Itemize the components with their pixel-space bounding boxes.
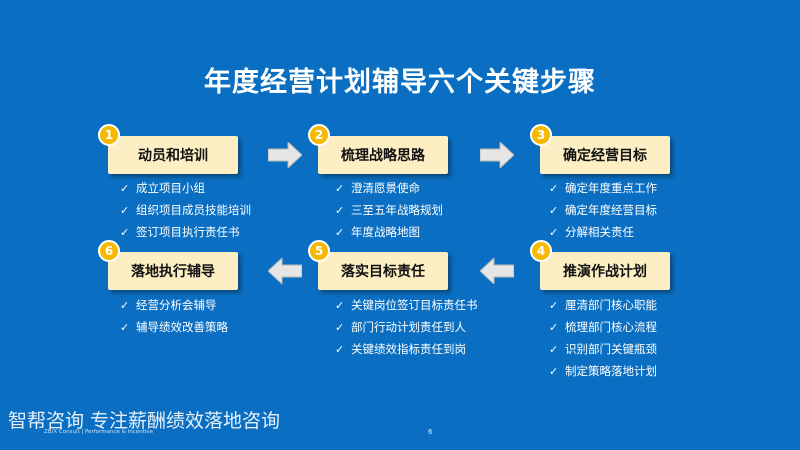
bullet-item: ✓部门行动计划责任到人 [335, 316, 478, 338]
bullet-item: ✓成立项目小组 [120, 177, 251, 199]
step-3-badge: 3 [530, 124, 552, 146]
step-4-box: 推演作战计划 [540, 252, 670, 290]
step-5-badge: 5 [308, 240, 330, 262]
step-4-label: 推演作战计划 [563, 264, 647, 280]
bullet-item: ✓年度战略地图 [335, 221, 443, 243]
step-5-box: 落实目标责任 [318, 252, 448, 290]
step-6-badge: 6 [98, 240, 120, 262]
page-number: 6 [428, 428, 433, 436]
arrow-left-icon [268, 258, 302, 284]
step-3-box: 确定经营目标 [540, 136, 670, 174]
bullet-item: ✓辅导绩效改善策略 [120, 316, 228, 338]
bullet-item: ✓确定年度重点工作 [549, 177, 657, 199]
step-3-bullets: ✓确定年度重点工作 ✓确定年度经营目标 ✓分解相关责任 [549, 177, 657, 243]
step-4-badge: 4 [530, 240, 552, 262]
bullet-item: ✓制定策略落地计划 [549, 360, 657, 382]
bullet-item: ✓澄清愿景使命 [335, 177, 443, 199]
check-icon: ✓ [120, 321, 130, 334]
check-icon: ✓ [549, 182, 559, 195]
check-icon: ✓ [549, 365, 559, 378]
check-icon: ✓ [335, 226, 345, 239]
bullet-item: ✓确定年度经营目标 [549, 199, 657, 221]
step-2-badge: 2 [308, 124, 330, 146]
check-icon: ✓ [335, 343, 345, 356]
step-1-badge: 1 [98, 124, 120, 146]
bullet-item: ✓经营分析会辅导 [120, 294, 228, 316]
footer-brand: 智帮咨询 专注薪酬绩效落地咨询 [8, 410, 281, 432]
bullet-item: ✓梳理部门核心流程 [549, 316, 657, 338]
step-2-box: 梳理战略思路 [318, 136, 448, 174]
step-4-bullets: ✓厘清部门核心职能 ✓梳理部门核心流程 ✓识别部门关键瓶颈 ✓制定策略落地计划 [549, 294, 657, 382]
step-1-box: 动员和培训 [108, 136, 238, 174]
bullet-item: ✓分解相关责任 [549, 221, 657, 243]
step-1-bullets: ✓成立项目小组 ✓组织项目成员技能培训 ✓签订项目执行责任书 [120, 177, 251, 243]
bullet-item: ✓关键岗位签订目标责任书 [335, 294, 478, 316]
check-icon: ✓ [549, 321, 559, 334]
footer-subtitle: ZB/X Consult | Performance & Incentive [44, 429, 153, 435]
step-2-bullets: ✓澄清愿景使命 ✓三至五年战略规划 ✓年度战略地图 [335, 177, 443, 243]
check-icon: ✓ [549, 226, 559, 239]
arrow-right-icon [268, 142, 302, 168]
step-6-label: 落地执行辅导 [131, 264, 215, 280]
check-icon: ✓ [335, 204, 345, 217]
step-6-bullets: ✓经营分析会辅导 ✓辅导绩效改善策略 [120, 294, 228, 338]
bullet-item: ✓厘清部门核心职能 [549, 294, 657, 316]
step-1-label: 动员和培训 [138, 148, 208, 164]
bullet-item: ✓签订项目执行责任书 [120, 221, 251, 243]
bullet-item: ✓识别部门关键瓶颈 [549, 338, 657, 360]
check-icon: ✓ [120, 226, 130, 239]
step-3-label: 确定经营目标 [563, 148, 647, 164]
check-icon: ✓ [335, 321, 345, 334]
bullet-item: ✓关键绩效指标责任到岗 [335, 338, 478, 360]
bullet-item: ✓组织项目成员技能培训 [120, 199, 251, 221]
arrow-left-icon [480, 258, 514, 284]
slide-title: 年度经营计划辅导六个关键步骤 [204, 67, 596, 98]
check-icon: ✓ [335, 299, 345, 312]
check-icon: ✓ [335, 182, 345, 195]
check-icon: ✓ [549, 204, 559, 217]
step-5-label: 落实目标责任 [341, 264, 425, 280]
step-2-label: 梳理战略思路 [341, 148, 425, 164]
check-icon: ✓ [120, 299, 130, 312]
arrow-right-icon [480, 142, 514, 168]
check-icon: ✓ [120, 182, 130, 195]
check-icon: ✓ [549, 343, 559, 356]
step-6-box: 落地执行辅导 [108, 252, 238, 290]
step-5-bullets: ✓关键岗位签订目标责任书 ✓部门行动计划责任到人 ✓关键绩效指标责任到岗 [335, 294, 478, 360]
check-icon: ✓ [549, 299, 559, 312]
bullet-item: ✓三至五年战略规划 [335, 199, 443, 221]
check-icon: ✓ [120, 204, 130, 217]
